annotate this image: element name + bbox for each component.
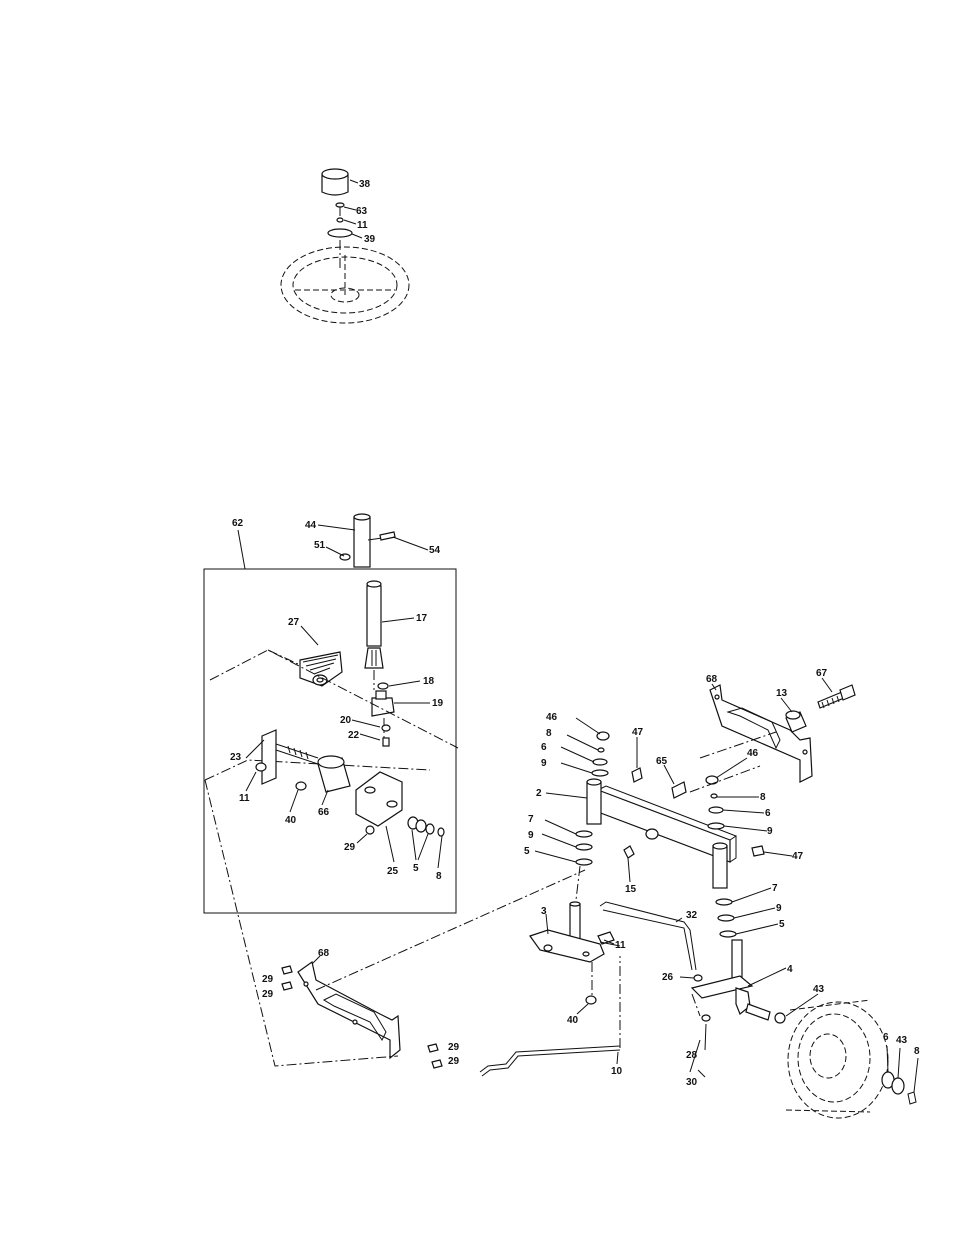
label-29-upper: 29: [262, 974, 274, 985]
label-11-spindle: 11: [615, 940, 626, 951]
label-13: 13: [776, 688, 788, 699]
label-40: 40: [285, 815, 297, 826]
label-7-right: 7: [772, 883, 778, 894]
label-27: 27: [288, 617, 300, 628]
label-67: 67: [816, 668, 828, 679]
steering-wheel-group: [281, 169, 409, 323]
steering-cap: [322, 169, 348, 195]
label-29: 29: [344, 842, 356, 853]
label-22: 22: [348, 730, 360, 741]
label-54: 54: [429, 545, 441, 556]
label-6-wheel: 6: [883, 1032, 889, 1043]
spindles-and-drag-link: [480, 902, 818, 1077]
label-19: 19: [432, 698, 444, 709]
washer: [328, 229, 352, 237]
label-46-right: 46: [747, 748, 759, 759]
label-28: 28: [686, 1050, 698, 1061]
label-23: 23: [230, 752, 242, 763]
label-30: 30: [686, 1077, 698, 1088]
label-47: 47: [632, 727, 644, 738]
label-51: 51: [314, 540, 326, 551]
label-26: 26: [662, 972, 674, 983]
label-29-bolt-b: 29: [448, 1056, 460, 1067]
steering-assembly: [204, 514, 458, 913]
label-43: 43: [813, 984, 825, 995]
label-5: 5: [413, 863, 419, 874]
label-68-left: 68: [318, 948, 330, 959]
label-10: 10: [611, 1066, 623, 1077]
label-20: 20: [340, 715, 352, 726]
label-66: 66: [318, 807, 330, 818]
label-9-left: 9: [528, 830, 534, 841]
steering-shaft-44: [354, 517, 370, 567]
label-62: 62: [232, 518, 244, 529]
label-17: 17: [416, 613, 428, 624]
label-11-steering: 11: [239, 793, 250, 804]
label-29-bolt-a: 29: [448, 1042, 460, 1053]
label-44: 44: [305, 520, 317, 531]
label-5-left: 5: [524, 846, 530, 857]
label-43-wheel: 43: [896, 1035, 908, 1046]
label-3: 3: [541, 906, 547, 917]
bracket-25: [356, 772, 402, 826]
label-9-lower-right: 9: [776, 903, 782, 914]
label-8-axle: 8: [546, 728, 552, 739]
label-15: 15: [625, 884, 637, 895]
label-38: 38: [359, 179, 371, 190]
label-46: 46: [546, 712, 558, 723]
label-6: 6: [541, 742, 547, 753]
label-2: 2: [536, 788, 542, 799]
label-29-lower: 29: [262, 989, 274, 1000]
front-wheel: [786, 1000, 918, 1118]
label-9-right: 9: [767, 826, 773, 837]
label-68: 68: [706, 674, 718, 685]
label-32: 32: [686, 910, 698, 921]
label-63: 63: [356, 206, 368, 217]
label-47-right: 47: [792, 851, 804, 862]
label-18: 18: [423, 676, 435, 687]
label-9: 9: [541, 758, 547, 769]
label-4: 4: [787, 964, 793, 975]
label-8-wheel: 8: [914, 1046, 920, 1057]
label-65: 65: [656, 756, 668, 767]
label-8-right: 8: [760, 792, 766, 803]
label-11: 11: [357, 220, 368, 231]
label-40-spindle: 40: [567, 1015, 579, 1026]
label-6-right: 6: [765, 808, 771, 819]
label-5-right: 5: [779, 919, 785, 930]
label-25: 25: [387, 866, 399, 877]
label-7: 7: [528, 814, 534, 825]
label-39: 39: [364, 234, 376, 245]
label-8: 8: [436, 871, 442, 882]
steering-shaft-17: [367, 586, 381, 646]
